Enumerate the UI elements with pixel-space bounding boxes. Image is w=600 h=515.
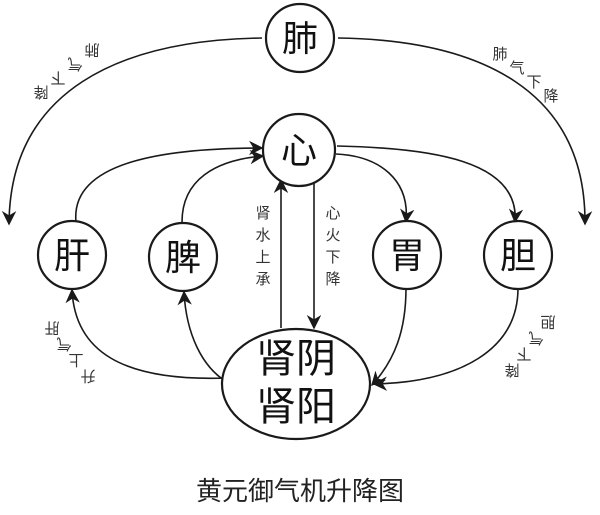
- annotation-char: 下: [325, 248, 340, 266]
- heart-to-stomach-arrow: [335, 153, 415, 224]
- liver-label: 肝: [54, 236, 90, 277]
- lung-left-arc: [1, 37, 263, 226]
- stomach-to-kidney-arrow: [371, 287, 407, 387]
- annotation-char: 降: [33, 83, 48, 101]
- lung-right-arc: [337, 37, 593, 226]
- spleen-node: 脾: [147, 221, 219, 293]
- annotation-char: 肺: [492, 45, 507, 63]
- annotation-char: 降: [504, 361, 519, 379]
- annotation-char: 下: [526, 73, 541, 91]
- annotation-char: 肺: [84, 41, 99, 59]
- annotation-char: 下: [50, 69, 65, 87]
- annotation-char: 水: [255, 226, 270, 244]
- annotation-char: 心: [325, 204, 340, 222]
- diagram-title: 黄元御气机升降图: [196, 477, 404, 507]
- annotation-char: 降: [543, 87, 558, 105]
- annotation-char: 升: [80, 367, 95, 385]
- gallbladder-label: 胆: [500, 236, 536, 277]
- annotation-char: 火: [325, 226, 340, 244]
- annotation-char: 下: [516, 345, 531, 363]
- annotation-char: 肝: [44, 319, 59, 337]
- stomach-label: 胃: [389, 236, 425, 277]
- annotation-char: 气: [56, 335, 71, 353]
- annotation-char: 胆: [540, 313, 555, 331]
- liver-node: 肝: [36, 219, 108, 291]
- kidney-yin-label: 肾阴: [256, 336, 336, 382]
- kidney-to-liver-arrow: [65, 288, 229, 380]
- annotation-char: 上: [255, 248, 270, 266]
- stomach-node: 胃: [371, 219, 443, 291]
- kidney-node: 肾阴 肾阳: [220, 327, 372, 441]
- gallbladder-to-kidney-arrow: [372, 287, 519, 391]
- annotation-char: 肾: [255, 204, 270, 222]
- liver-to-heart-arrow: [75, 140, 264, 223]
- heart-to-gallbladder-arrow: [336, 145, 524, 224]
- gallbladder-node: 胆: [482, 219, 554, 291]
- spleen-to-heart-arrow: [181, 149, 265, 223]
- annotation-char: 气: [509, 59, 524, 77]
- annotation-char: 降: [325, 270, 340, 288]
- annotation-char: 承: [255, 270, 270, 288]
- kidney-yang-label: 肾阳: [256, 384, 336, 430]
- annotation-char: 气: [528, 329, 543, 347]
- annotation-char: 气: [67, 55, 82, 73]
- spleen-label: 脾: [165, 238, 201, 279]
- heart-label: 心: [281, 131, 317, 172]
- lung-node: 肺: [264, 2, 336, 74]
- lung-label: 肺: [282, 19, 318, 60]
- heart-node: 心: [261, 112, 337, 188]
- annotation-char: 上: [68, 351, 83, 369]
